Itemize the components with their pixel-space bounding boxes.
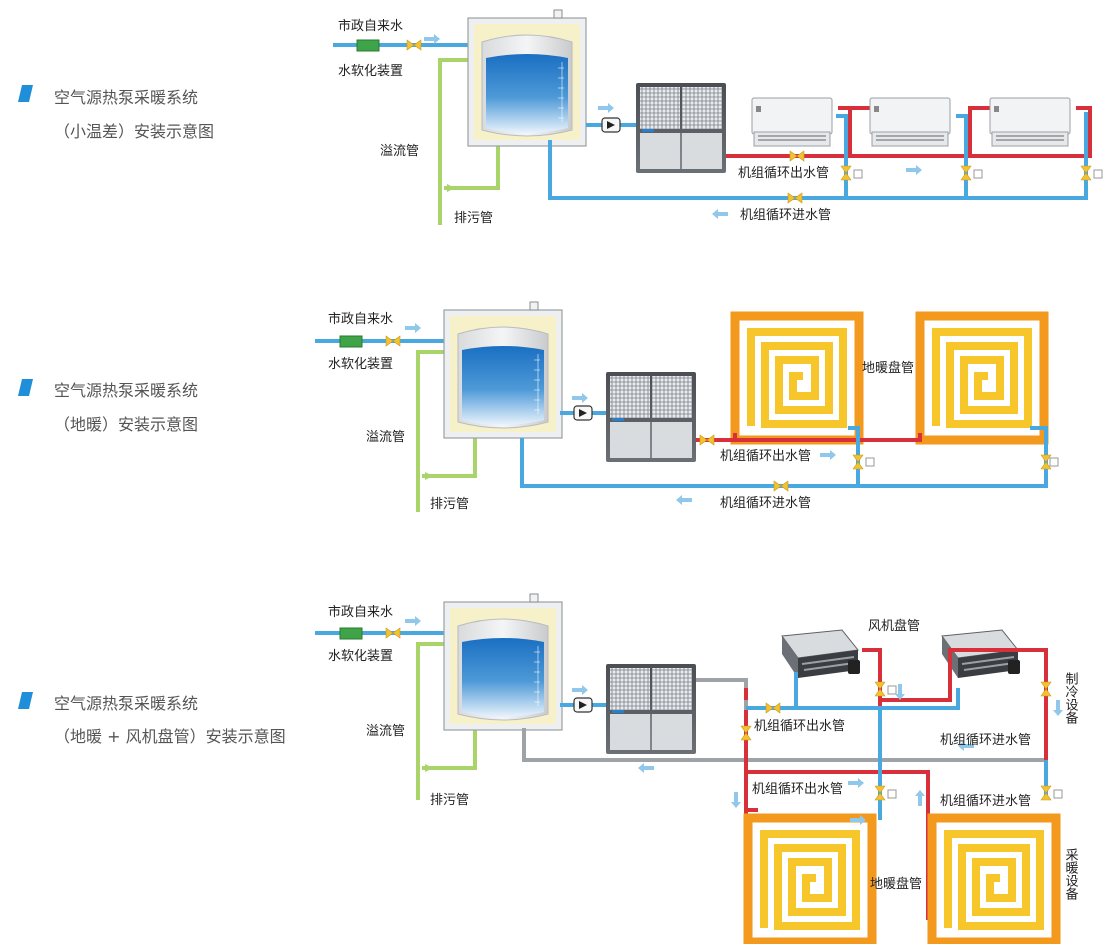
gauge-icon	[1093, 169, 1103, 179]
flow-arrow-icon	[676, 495, 692, 505]
gauge-icon	[887, 685, 897, 695]
bullet-icon	[18, 85, 33, 102]
valve-icon	[1040, 681, 1052, 697]
flow-arrow-icon	[405, 323, 421, 333]
floor-coil-label: 地暖盘管	[862, 360, 914, 376]
inlet-pipe-label: 机组循环进水管	[720, 496, 811, 511]
floor-heating-coil-icon	[748, 818, 872, 942]
valve-icon	[699, 434, 715, 446]
valve-icon	[1040, 785, 1052, 801]
outlet-pipe-label: 机组循环出水管	[738, 166, 829, 181]
water-softener-label: 水软化装置	[328, 357, 393, 372]
valve-icon	[385, 335, 401, 347]
heating-equipment-label: 采暖设备	[1063, 848, 1079, 901]
flow-arrow-icon	[731, 792, 741, 808]
flow-arrow-icon	[848, 778, 864, 788]
floor-coil-label: 地暖盘管	[870, 876, 922, 892]
water-softener-icon	[339, 627, 363, 640]
flow-arrow-icon	[915, 790, 925, 806]
flow-arrow-icon	[405, 616, 421, 626]
gauge-icon	[1049, 457, 1059, 467]
section-title-main: 空气源热泵采暖系统	[54, 88, 199, 107]
bullet-icon	[18, 379, 33, 396]
indoor-unit-icon	[869, 97, 951, 147]
section-1-diagram: 市政自来水 水软化装置 溢流管 排污管 机组循环出水管 机组循环进水管	[333, 9, 1103, 226]
floor-heating-coil-icon	[932, 818, 1056, 942]
floor-heating-coil-icon	[735, 316, 859, 440]
section-2-diagram: 市政自来水 水软化装置 溢流管 排污管 地暖盘管 机组循环出水管 机组循环进水管	[315, 301, 1059, 512]
heat-pump-unit-icon	[635, 82, 727, 174]
municipal-water-label: 市政自来水	[338, 18, 403, 34]
valve-icon	[773, 480, 789, 492]
drain-pipe-label: 排污管	[454, 211, 493, 226]
section-title-sub: （地暖 + 风机盘管）安装示意图	[54, 727, 286, 746]
flow-arrow-icon	[906, 165, 922, 175]
section-3-diagram: 市政自来水 水软化装置 溢流管 排污管 风机盘管 制冷设备 机组循环出水管 机组…	[315, 593, 1079, 942]
pump-icon	[573, 405, 593, 421]
gauge-icon	[865, 457, 875, 467]
water-tank-icon	[443, 593, 563, 731]
section-title-sub: （地暖）安装示意图	[54, 415, 199, 434]
valve-icon	[874, 681, 886, 697]
gauge-icon	[887, 789, 897, 799]
water-softener-icon	[356, 39, 380, 52]
heat-pump-unit-icon	[605, 663, 697, 755]
bullet-icon	[18, 692, 33, 709]
drain-pipe-label: 排污管	[430, 497, 469, 512]
outlet-pipe-label: 机组循环出水管	[752, 782, 843, 797]
valve-icon	[1080, 165, 1092, 181]
valve-icon	[406, 39, 422, 51]
fan-coil-unit-icon	[781, 629, 861, 679]
valve-icon	[765, 702, 781, 714]
valve-icon	[960, 165, 972, 181]
pump-icon	[573, 697, 593, 713]
indoor-unit-icon	[989, 97, 1071, 147]
overflow-pipe-label: 溢流管	[380, 144, 419, 159]
floor-heating-coil-icon	[920, 316, 1044, 440]
water-tank-icon	[443, 301, 563, 439]
inlet-pipe-label: 机组循环进水管	[740, 208, 831, 223]
valve-icon	[840, 165, 852, 181]
overflow-pipe-label: 溢流管	[366, 724, 405, 739]
fan-coil-label: 风机盘管	[868, 618, 920, 634]
flow-arrow-icon	[638, 763, 654, 773]
flow-arrow-icon	[424, 34, 440, 44]
drain-pipe-label: 排污管	[430, 793, 469, 808]
valve-icon	[385, 627, 401, 639]
valve-icon	[740, 725, 752, 741]
section-title-sub: （小温差）安装示意图	[54, 122, 215, 141]
flow-arrow-icon	[572, 685, 588, 695]
gauge-icon	[853, 169, 863, 179]
gauge-icon	[1053, 789, 1063, 799]
gauge-icon	[973, 169, 983, 179]
flow-arrow-icon	[598, 103, 614, 113]
fan-coil-unit-icon	[941, 629, 1021, 679]
inlet-pipe-label: 机组循环进水管	[940, 794, 1031, 809]
flow-arrow-icon	[572, 393, 588, 403]
valve-icon	[852, 454, 864, 470]
outlet-pipe-label: 机组循环出水管	[720, 449, 811, 464]
overflow-pipe-label: 溢流管	[366, 430, 405, 445]
inlet-pipe-label: 机组循环进水管	[940, 733, 1031, 748]
indoor-unit-icon	[751, 97, 833, 147]
municipal-water-label: 市政自来水	[328, 311, 393, 327]
section-title-main: 空气源热泵采暖系统	[54, 381, 199, 400]
valve-icon	[874, 785, 886, 801]
municipal-water-label: 市政自来水	[328, 604, 393, 620]
flow-arrow-icon	[820, 450, 836, 460]
outlet-pipe-label: 机组循环出水管	[754, 719, 845, 734]
flow-arrow-icon	[1053, 700, 1063, 716]
water-softener-label: 水软化装置	[338, 64, 403, 79]
valve-icon	[789, 150, 805, 162]
section-title-main: 空气源热泵采暖系统	[54, 694, 199, 713]
water-softener-icon	[339, 335, 363, 348]
pump-icon	[601, 117, 621, 133]
flow-arrow-icon	[712, 209, 728, 219]
water-softener-label: 水软化装置	[328, 649, 393, 664]
valve-icon	[787, 192, 803, 204]
cooling-equipment-label: 制冷设备	[1063, 672, 1079, 725]
water-tank-icon	[467, 9, 587, 147]
heat-pump-unit-icon	[605, 371, 697, 463]
